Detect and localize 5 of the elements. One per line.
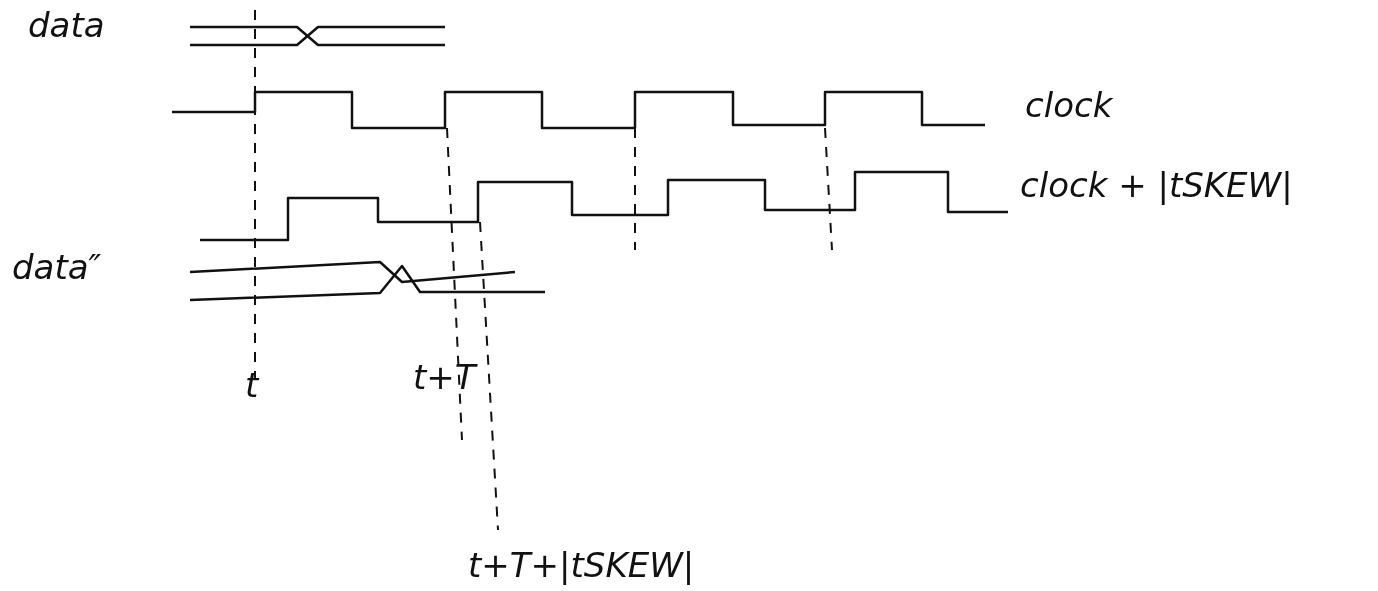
time-label: t [245,368,259,402]
signal-label: data″ [12,250,102,284]
time-label: t+T [413,360,476,394]
signal-label: data [28,8,105,42]
signal-label: clock [1025,88,1113,122]
